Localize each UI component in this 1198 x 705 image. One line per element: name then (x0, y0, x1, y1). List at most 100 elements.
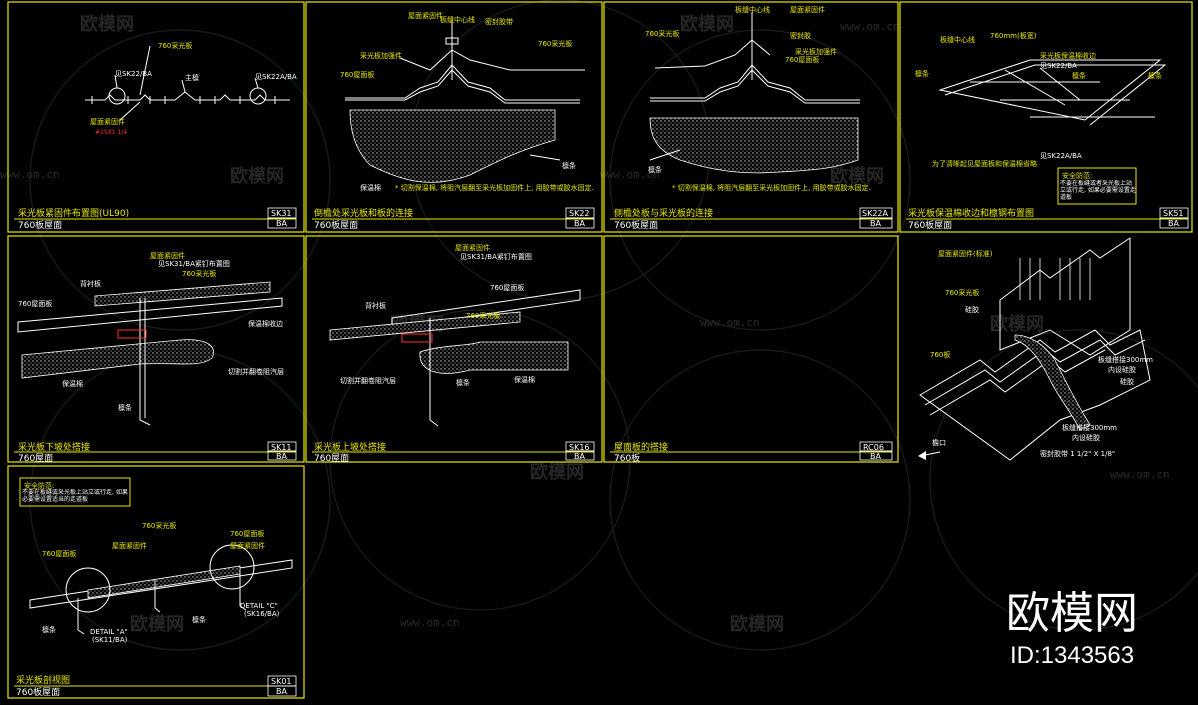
label: (SK16/BA) (244, 610, 280, 618)
drawing-code: SK22 (569, 209, 590, 218)
watermark-name: 欧模网 (990, 313, 1044, 335)
drawing-code: SK16 (569, 443, 590, 452)
label: 背衬板 (80, 279, 101, 288)
label: * 切割保温棉, 将阻汽层翻至采光板加固件上, 用胶带或胶水固定. (395, 183, 594, 192)
panel-title: 采光板保温棉收边和檩钢布置图 (908, 207, 1034, 219)
drawing-code-suffix: BA (870, 452, 881, 461)
label: 760板 (930, 350, 950, 359)
label: 背衬板 (365, 301, 386, 310)
brand-mark: 欧模网 ID:1343563 (1006, 588, 1138, 669)
drawing-code-suffix: BA (276, 219, 287, 228)
label: 檐口 (932, 438, 946, 447)
label: 屋面紧固件 (790, 5, 825, 14)
drawing-code-suffix: BA (574, 452, 585, 461)
label: 760采光板 (158, 41, 192, 50)
drawing-code: SK01 (271, 677, 292, 686)
panel-subtitle: 760屋面 (314, 453, 349, 464)
label: 保温棉 (514, 375, 535, 384)
label: 采光板加强件 (360, 51, 402, 60)
drawing-sk51: 760mm(板宽) 板缝中心线 采光板保温棉收边 见SK22/BA 檩条 檩条 … (915, 31, 1167, 205)
label: 见SK22A/BA (1040, 152, 1082, 160)
label: 檩条 (42, 625, 56, 634)
panel-subtitle: 760板屋面 (314, 219, 358, 231)
label: (SK11/BA) (92, 636, 128, 644)
label: DETAIL "A" (90, 628, 128, 636)
label: 切割并翻卷阻汽层 (340, 376, 396, 385)
title-block-sk22: 倒檐处采光板和板的连接 760板屋面 SK22 BA (312, 207, 595, 231)
watermark-url: www.om.cn (1110, 468, 1170, 481)
label: 屋面紧固件 (150, 251, 185, 260)
label: 板缝中心线 (440, 15, 475, 24)
panel-title: 采光板紧固件布置图(UL90) (18, 207, 129, 219)
label: 硅胶 (1120, 377, 1134, 386)
drawing-sk31: 760采光板 见SK22/BA 主檩 见SK22A/BA 屋面紧固件 #15X1… (85, 41, 297, 136)
watermark-name: 欧模网 (530, 461, 584, 483)
brand-name: 欧模网 (1006, 588, 1138, 639)
drawing-code: SK51 (1163, 209, 1184, 218)
label: 采光板保温棉收边 (1040, 51, 1096, 60)
label: 760mm(板宽) (990, 31, 1037, 40)
label: 板缝中心线 (735, 5, 770, 14)
panel-subtitle: 760板屋面 (18, 219, 62, 231)
drawing-code: SK22A (862, 209, 889, 218)
drawing-code: SK31 (271, 209, 292, 218)
label: 保温棉 (62, 379, 83, 388)
label: 见SK22/BA (1040, 62, 1077, 70)
drawing-code-suffix: BA (574, 219, 585, 228)
title-block-sk31: 采光板紧固件布置图(UL90) 760板屋面 SK31 BA (14, 207, 297, 231)
label: 见SK31/BA紧钉布置图 (460, 252, 532, 261)
watermark-name: 欧模网 (730, 613, 784, 635)
label: 760屋面板 (18, 299, 52, 308)
label: 保温棉收边 (248, 319, 283, 328)
panel-title: 采光板剖视图 (16, 674, 70, 686)
label: 屋面紧固件 (112, 541, 147, 550)
panel-title: 采光板上坡处搭接 (314, 441, 386, 453)
label: 切割并翻卷阻汽层 (228, 367, 284, 376)
brand-id: ID:1343563 (1010, 642, 1134, 669)
watermark-url: www.om.cn (0, 168, 60, 181)
label: 密封胶带 1 1/2" X 1/8" (1040, 449, 1115, 458)
watermark-url: www.om.cn (600, 168, 660, 181)
label: 760采光板 (538, 39, 572, 48)
label: 内设硅胶 (1072, 433, 1100, 442)
title-block-sk01: 采光板剖视图 760板屋面 SK01 BA (14, 674, 297, 698)
label: 安全防范: (1062, 171, 1092, 180)
label: 板缝搭接300mm (1098, 355, 1153, 364)
label: 760屋面板 (230, 529, 264, 538)
label: 屋面紧固件 (455, 243, 490, 252)
label: 檩条 (648, 165, 662, 174)
label: 见SK22A/BA (255, 73, 297, 81)
safety-note: 不要在板缝或者采光板上站立或行走, 如果必要需设置走道板 (1060, 180, 1136, 201)
label: 保温棉 (360, 183, 381, 192)
label: 见SK22/BA (115, 70, 152, 78)
drawing-sk11: 屋面紧固件 见SK31/BA紧钉布置图 760采光板 760屋面板 背衬板 保温… (17, 251, 284, 426)
label: 760采光板 (142, 521, 176, 530)
label: 屋面紧固件 (408, 11, 443, 20)
watermark-name: 欧模网 (680, 13, 734, 35)
watermark-url: www.om.cn (840, 20, 900, 33)
title-block-sk51: 采光板保温棉收边和檩钢布置图 760板屋面 SK51 BA (906, 207, 1189, 231)
watermark-name: 欧模网 (830, 165, 884, 187)
panel-subtitle: 760板屋面 (16, 686, 60, 698)
label: 760采光板 (182, 269, 216, 278)
drawing-sk22a: 板缝中心线 屋面紧固件 760采光板 密封胶 采光板加强件 760屋面板 檩条 … (645, 5, 871, 192)
drawing-code-suffix: BA (870, 219, 881, 228)
drawing-sk01: 安全防范: 不要在板缝或采光板上站立或行走, 如果必要需设置适当的走道板 760… (19, 477, 293, 644)
label: 檩条 (1148, 71, 1162, 80)
label: 内设硅胶 (1108, 365, 1136, 374)
label: 檩条 (1072, 71, 1086, 80)
label: 760屋面板 (340, 70, 374, 79)
label: 760采光板 (466, 311, 500, 320)
panel-title: 倒檐处采光板和板的连接 (314, 207, 413, 219)
watermark-name: 欧模网 (80, 13, 134, 35)
label: 密封胶带 (485, 17, 513, 26)
label: 见SK31/BA紧钉布置图 (158, 259, 230, 268)
label: 760屋面板 (490, 283, 524, 292)
drawing-sk16: 屋面紧固件 见SK31/BA紧钉布置图 760屋面板 背衬板 760采光板 切割… (329, 243, 581, 427)
label: 檩条 (192, 615, 206, 624)
label: 密封胶 (790, 31, 811, 40)
drawing-roof-overlap: 屋面紧固件(标准) 760采光板 硅胶 760板 板缝搭接300mm 内设硅胶 … (918, 237, 1153, 461)
drawing-code-suffix: BA (276, 687, 287, 696)
panel-title: 侧檐处板与采光板的连接 (614, 207, 713, 219)
panel-subtitle: 760板屋面 (908, 219, 952, 231)
